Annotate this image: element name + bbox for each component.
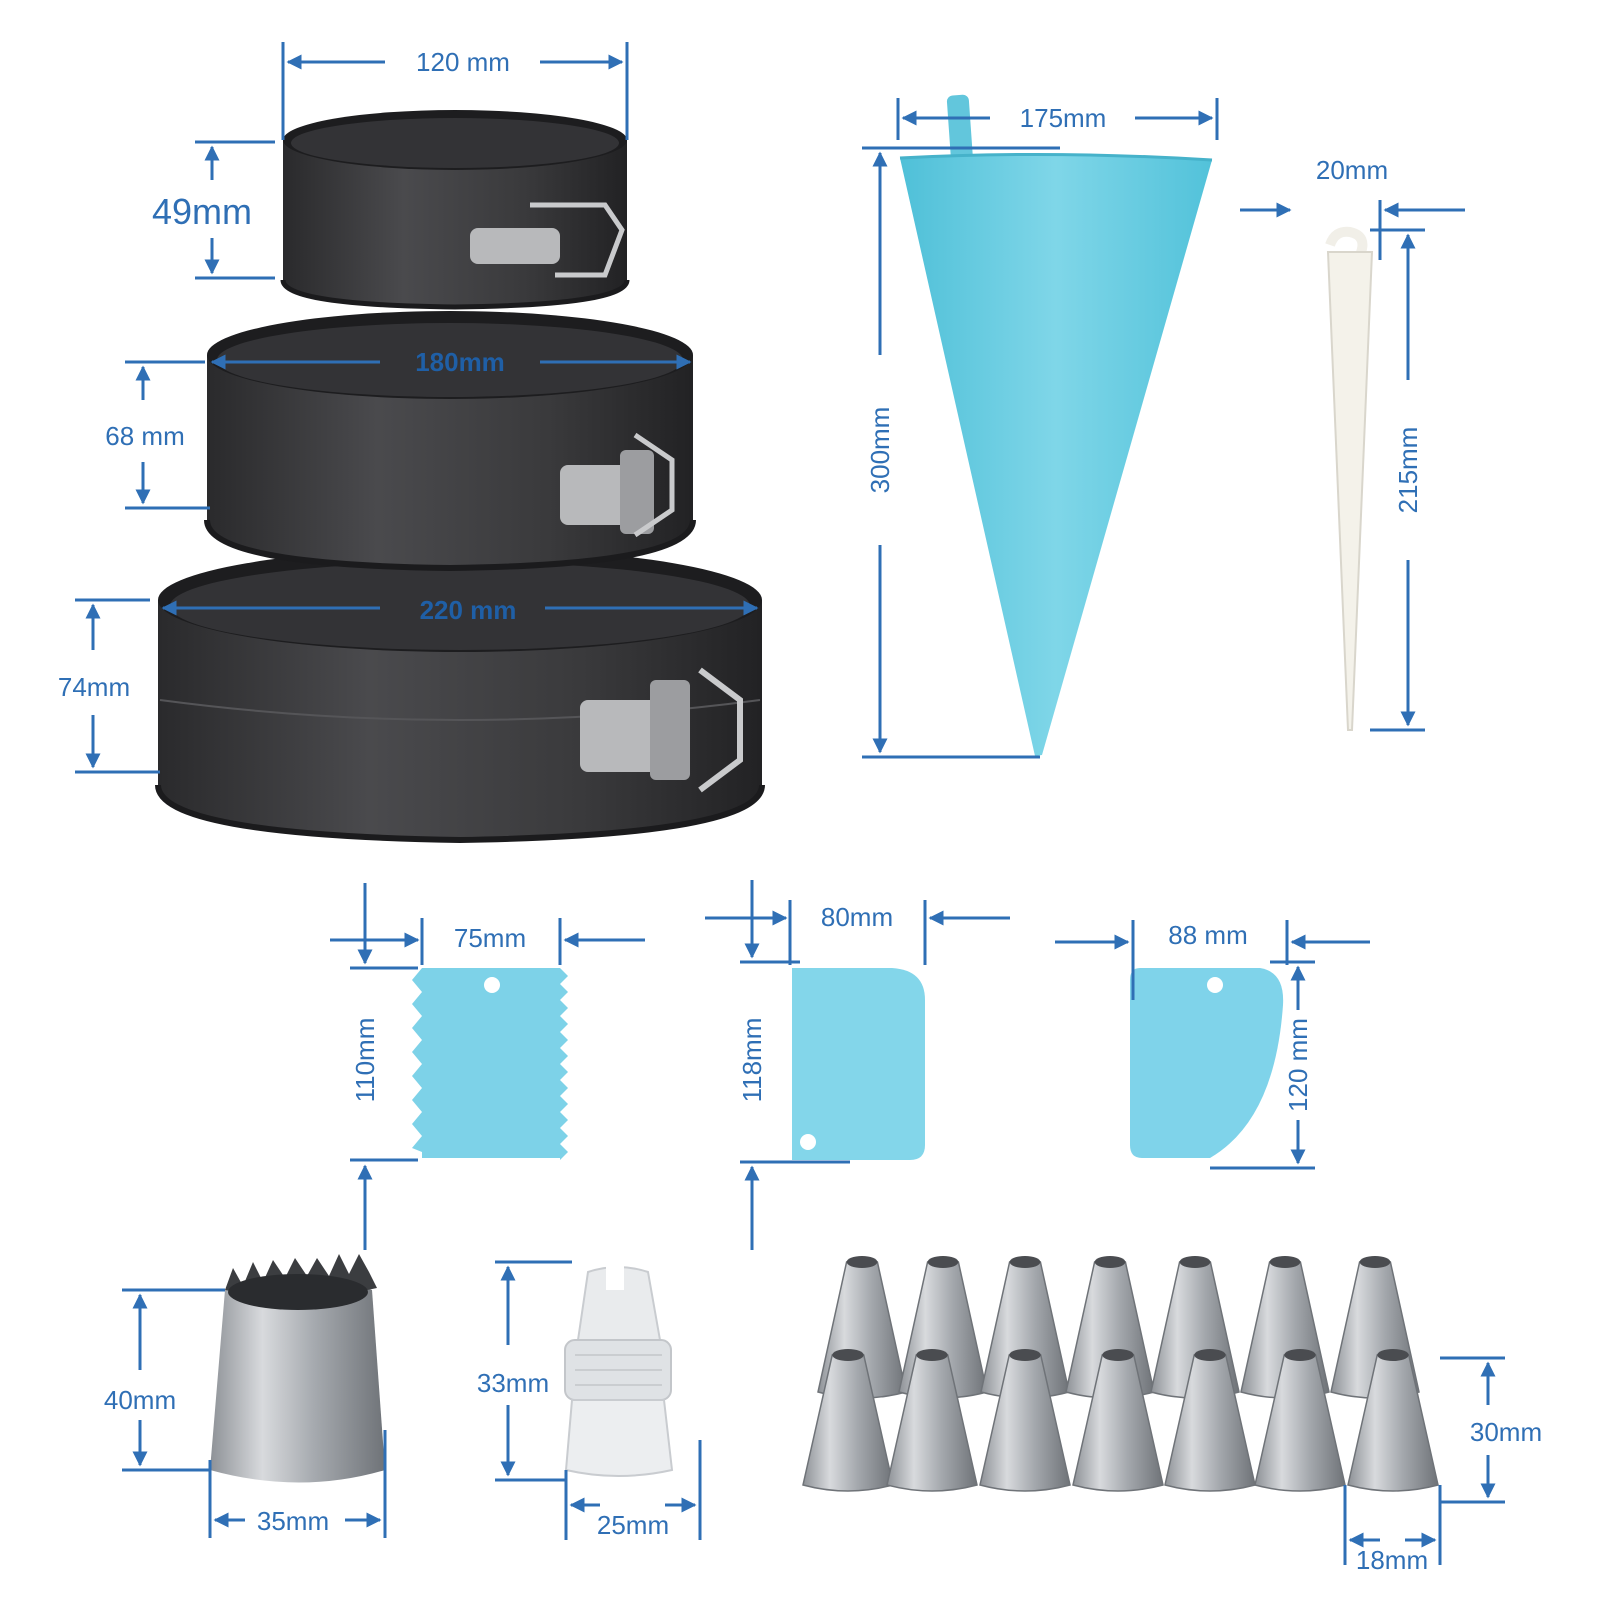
comb-scraper-icon bbox=[412, 968, 568, 1160]
tips-set-width-label: 18mm bbox=[1355, 1545, 1429, 1575]
bag-clip-icon bbox=[1325, 226, 1374, 731]
rectangular-scraper-width-label: 80mm bbox=[820, 902, 894, 932]
large-tip-width-label: 35mm bbox=[256, 1506, 330, 1536]
piping-bag-height-label: 300mm bbox=[865, 406, 895, 494]
coupler-width-label: 25mm bbox=[596, 1510, 670, 1540]
bench-scraper-icon bbox=[792, 968, 925, 1160]
piping-bag-width-label: 175mm bbox=[1019, 103, 1107, 133]
piping-tip-icon bbox=[1072, 1349, 1164, 1492]
large-tip-dimension-lines bbox=[122, 1288, 387, 1538]
toothed-scraper-height-label: 110mm bbox=[350, 1017, 380, 1103]
piping-bag-icon bbox=[899, 94, 1213, 756]
springform-pan-large-icon bbox=[155, 548, 765, 844]
springform-pan-medium-icon bbox=[204, 311, 696, 572]
piping-bag-dimension-lines bbox=[862, 98, 1219, 759]
coupler-icon bbox=[564, 1262, 674, 1477]
scraper-dimension-lines bbox=[330, 880, 1370, 1250]
rectangular-scraper-height-label: 118mm bbox=[737, 1017, 767, 1103]
medium-pan-width-label: 180mm bbox=[415, 347, 505, 377]
pan-latch-icon bbox=[470, 228, 560, 264]
clip-width-label: 20mm bbox=[1315, 155, 1389, 185]
small-pan-height-label: 49mm bbox=[151, 191, 253, 232]
piping-tip-icon bbox=[1164, 1349, 1256, 1492]
piping-tips-set-icon bbox=[802, 1256, 1439, 1492]
large-pan-height-label: 74mm bbox=[57, 672, 131, 702]
piping-tip-icon bbox=[1254, 1349, 1346, 1492]
tips-set-dimension-lines bbox=[1343, 1356, 1505, 1565]
coupler-height-label: 33mm bbox=[476, 1368, 550, 1398]
round-scraper-width-label: 88 mm bbox=[1168, 920, 1248, 950]
large-tip-height-label: 40mm bbox=[103, 1385, 177, 1415]
piping-tip-icon bbox=[1347, 1349, 1439, 1492]
bowl-scraper-icon bbox=[1130, 968, 1284, 1158]
large-piping-tip-icon bbox=[210, 1254, 385, 1483]
tips-set-height-label: 30mm bbox=[1469, 1417, 1543, 1447]
toothed-scraper-width-label: 75mm bbox=[453, 923, 527, 953]
pan-latch-icon bbox=[580, 700, 670, 772]
coupler-dimension-lines bbox=[495, 1260, 702, 1540]
large-pan-width-label: 220 mm bbox=[419, 595, 517, 625]
piping-tip-icon bbox=[979, 1349, 1071, 1492]
medium-pan-height-label: 68 mm bbox=[105, 421, 185, 451]
springform-pan-small-icon bbox=[280, 110, 630, 310]
clip-height-label: 215mm bbox=[1393, 426, 1423, 514]
small-pan-width-label: 120 mm bbox=[416, 47, 510, 77]
pan-dimension-lines bbox=[75, 42, 759, 774]
round-scraper-height-label: 120 mm bbox=[1283, 1018, 1313, 1112]
piping-tip-icon bbox=[886, 1349, 978, 1492]
clip-dimension-lines bbox=[1240, 200, 1465, 732]
pan-latch-icon bbox=[560, 465, 638, 525]
